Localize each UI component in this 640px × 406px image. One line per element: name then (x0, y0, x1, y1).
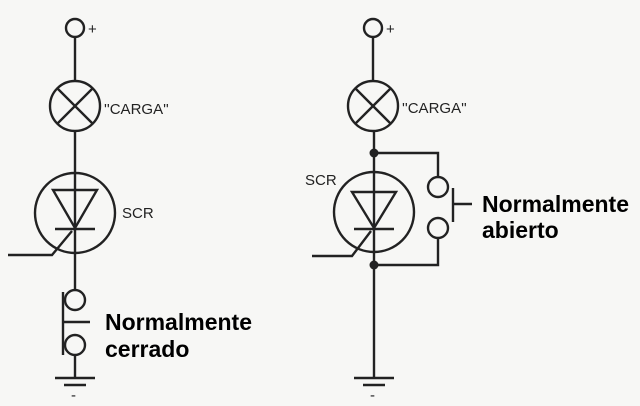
positive-terminal (362, 17, 384, 39)
minus-label: - (71, 387, 76, 404)
scr-label: SCR (122, 205, 154, 222)
positive-terminal (64, 17, 86, 39)
scr-label: SCR (305, 172, 337, 189)
ground-icon (354, 376, 394, 387)
switch-label-line2: cerrado (105, 336, 189, 362)
plus-label: + (88, 21, 97, 38)
minus-label: - (370, 387, 375, 404)
plus-label: + (386, 21, 395, 38)
switch-label-line1: Normalmente (482, 191, 629, 217)
lamp-load-icon (346, 79, 400, 133)
scr-icon (8, 171, 117, 257)
left-circuit: + ''CARGA'' SCR Normalmente cerrado (8, 17, 252, 404)
load-label: ''CARGA'' (402, 100, 467, 117)
ground-icon (55, 376, 95, 387)
load-label: ''CARGA'' (104, 101, 169, 118)
normally-open-switch-icon (374, 151, 472, 267)
scr-icon (312, 170, 416, 258)
normally-closed-switch-icon (61, 288, 90, 357)
switch-label-line1: Normalmente (105, 309, 252, 335)
lamp-load-icon (48, 79, 102, 133)
switch-label-line2: abierto (482, 217, 559, 243)
right-circuit: + ''CARGA'' SCR Normalmente abierto (305, 17, 629, 404)
